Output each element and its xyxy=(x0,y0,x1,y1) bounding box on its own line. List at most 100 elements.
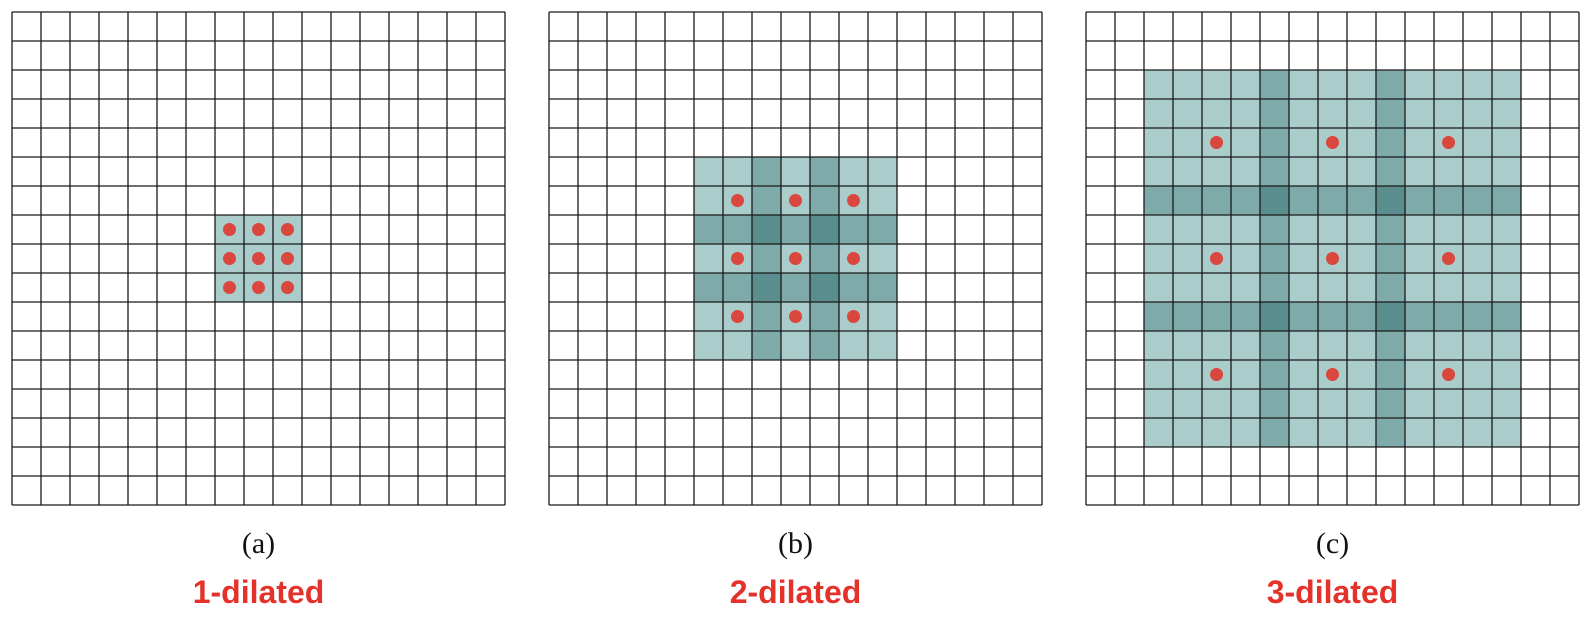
receptive-field-cell xyxy=(1144,302,1173,331)
receptive-field-cell xyxy=(1405,157,1434,186)
kernel-dot xyxy=(1210,136,1223,149)
receptive-field-cell xyxy=(1347,302,1376,331)
kernel-dot xyxy=(223,223,236,236)
receptive-field-cell xyxy=(1231,331,1260,360)
receptive-field-cell xyxy=(1231,128,1260,157)
receptive-field-cell xyxy=(1318,70,1347,99)
receptive-field-cell xyxy=(1231,157,1260,186)
panel-caption: 2-dilated xyxy=(729,574,862,610)
receptive-field-cell xyxy=(752,186,781,215)
receptive-field-cell xyxy=(1260,418,1289,447)
panel-label: (a) xyxy=(241,527,276,560)
receptive-field-cell xyxy=(1376,331,1405,360)
kernel-dot xyxy=(1326,252,1339,265)
receptive-field-cell xyxy=(1202,215,1231,244)
kernel-dot xyxy=(223,252,236,265)
receptive-field-cell xyxy=(1347,389,1376,418)
receptive-field-cell xyxy=(1231,70,1260,99)
receptive-field-cell xyxy=(1463,157,1492,186)
receptive-field-cell xyxy=(1405,273,1434,302)
receptive-field-cell xyxy=(1405,215,1434,244)
kernel-dot xyxy=(731,194,744,207)
receptive-field-cell xyxy=(1405,418,1434,447)
receptive-field-cell xyxy=(1260,99,1289,128)
receptive-field-cell xyxy=(1231,215,1260,244)
receptive-field-cell xyxy=(810,186,839,215)
receptive-field-cell xyxy=(810,215,839,244)
receptive-field-cell xyxy=(752,302,781,331)
receptive-field-cell xyxy=(1231,302,1260,331)
receptive-field-cell xyxy=(1144,360,1173,389)
receptive-field-cell xyxy=(1173,389,1202,418)
receptive-field-cell xyxy=(694,215,723,244)
receptive-field-cell xyxy=(694,331,723,360)
grid-panel-c xyxy=(1085,11,1580,506)
receptive-field-cell xyxy=(1289,157,1318,186)
receptive-field-cell xyxy=(781,273,810,302)
receptive-field-cell xyxy=(1202,273,1231,302)
receptive-field-cell xyxy=(1376,157,1405,186)
receptive-field-cell xyxy=(1144,99,1173,128)
receptive-field-cell xyxy=(1492,331,1521,360)
receptive-field-cell xyxy=(1202,157,1231,186)
kernel-dot xyxy=(1442,136,1455,149)
receptive-field-cell xyxy=(810,302,839,331)
receptive-field-cell xyxy=(1405,128,1434,157)
receptive-field-cell xyxy=(781,215,810,244)
receptive-field-cell xyxy=(1376,302,1405,331)
receptive-field-cell xyxy=(1173,273,1202,302)
receptive-field-cell xyxy=(1173,99,1202,128)
receptive-field-cell xyxy=(1434,186,1463,215)
receptive-field-cell xyxy=(752,215,781,244)
receptive-field-cell xyxy=(1463,186,1492,215)
receptive-field-cell xyxy=(839,157,868,186)
receptive-field-cell xyxy=(1318,215,1347,244)
receptive-field-cell xyxy=(868,244,897,273)
receptive-field-cell xyxy=(1260,244,1289,273)
receptive-field-cell xyxy=(1289,244,1318,273)
kernel-dot xyxy=(1442,368,1455,381)
receptive-field-cell xyxy=(1260,302,1289,331)
receptive-field-cell xyxy=(1173,128,1202,157)
receptive-field-cell xyxy=(1289,128,1318,157)
receptive-field-cell xyxy=(1463,70,1492,99)
receptive-field-cell xyxy=(1231,273,1260,302)
kernel-dot xyxy=(1326,136,1339,149)
receptive-field-cell xyxy=(1492,128,1521,157)
receptive-field-cell xyxy=(1347,244,1376,273)
receptive-field-cell xyxy=(1231,418,1260,447)
receptive-field-cell xyxy=(1260,360,1289,389)
kernel-dot xyxy=(789,252,802,265)
receptive-field-cell xyxy=(1173,244,1202,273)
kernel-dot xyxy=(252,252,265,265)
receptive-field-cell xyxy=(1434,70,1463,99)
receptive-field-cell xyxy=(1289,215,1318,244)
receptive-field-cell xyxy=(694,157,723,186)
receptive-field-cell xyxy=(1202,389,1231,418)
receptive-field-cell xyxy=(1144,215,1173,244)
receptive-field-cell xyxy=(781,157,810,186)
receptive-field-cell xyxy=(1463,215,1492,244)
receptive-field-cell xyxy=(1492,273,1521,302)
receptive-field-cell xyxy=(694,302,723,331)
receptive-field-cell xyxy=(1463,128,1492,157)
receptive-field-cell xyxy=(1144,128,1173,157)
kernel-dot xyxy=(847,252,860,265)
kernel-dot xyxy=(281,252,294,265)
receptive-field-cell xyxy=(1231,360,1260,389)
kernel-dot xyxy=(789,194,802,207)
receptive-field-cell xyxy=(1492,186,1521,215)
receptive-field-cell xyxy=(1376,273,1405,302)
kernel-dot xyxy=(223,281,236,294)
receptive-field-cell xyxy=(1318,157,1347,186)
receptive-field-cell xyxy=(1202,302,1231,331)
receptive-field-cell xyxy=(810,273,839,302)
receptive-field-cell xyxy=(1144,244,1173,273)
receptive-field-cell xyxy=(1318,186,1347,215)
receptive-field-cell xyxy=(1173,331,1202,360)
receptive-field-cell xyxy=(1289,302,1318,331)
kernel-dot xyxy=(789,310,802,323)
receptive-field-cell xyxy=(1463,360,1492,389)
receptive-field-cell xyxy=(1434,302,1463,331)
